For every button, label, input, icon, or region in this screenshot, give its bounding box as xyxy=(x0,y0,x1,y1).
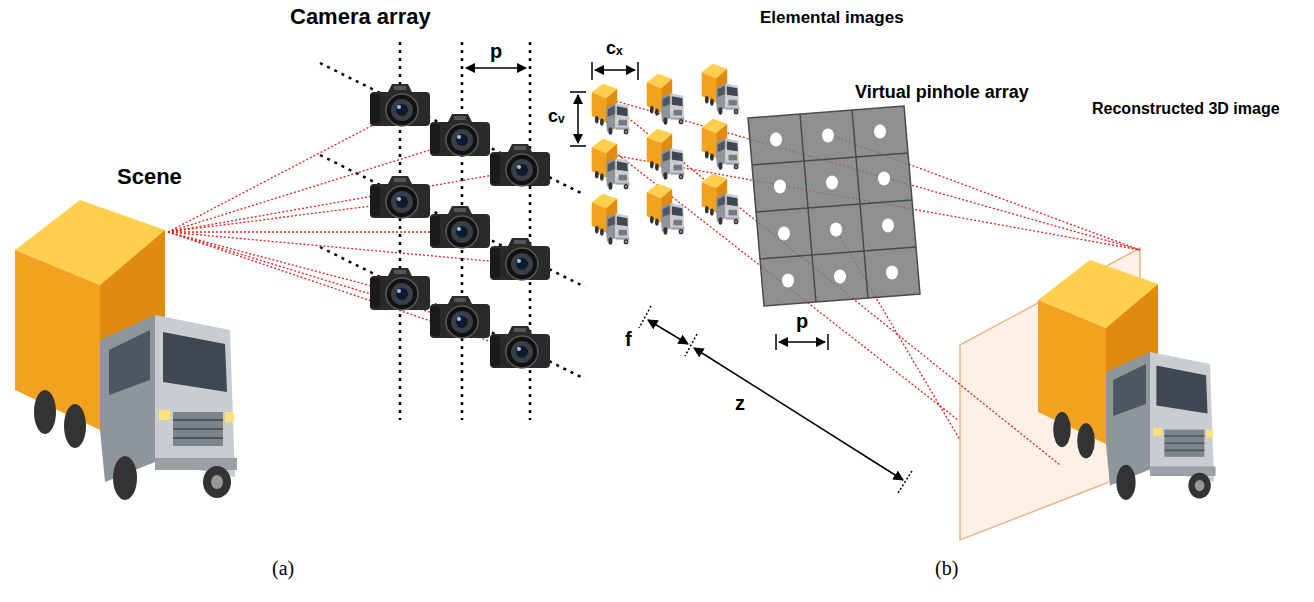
subfigure-label: (a) xyxy=(272,557,294,580)
dimension-label: cᵥ xyxy=(548,106,565,127)
dimension-label: z xyxy=(735,392,745,415)
elemental-images xyxy=(592,64,740,245)
dimension-arrow xyxy=(570,92,586,146)
dimension-label: cₓ xyxy=(606,38,623,59)
dimension-arrow xyxy=(776,334,828,350)
part-label: Elemental images xyxy=(760,8,904,28)
part-label: Reconstructed 3D image xyxy=(1092,100,1280,118)
pinhole-array xyxy=(748,106,920,306)
dimension-label: p xyxy=(490,40,502,63)
dimension-label: f xyxy=(625,328,632,351)
truck-scene xyxy=(15,200,237,500)
part-label: Virtual pinhole array xyxy=(855,82,1029,103)
dimension-arrow xyxy=(466,67,526,69)
part-label: Scene xyxy=(117,164,182,189)
truck-reconstructed xyxy=(1038,260,1216,500)
dimension-arrow xyxy=(639,306,912,493)
grid-lines xyxy=(320,42,585,420)
light-rays xyxy=(168,110,522,352)
dimension-label: p xyxy=(796,310,808,333)
dimension-arrow xyxy=(592,62,638,80)
subfigure-label: (b) xyxy=(935,557,958,580)
camera-array xyxy=(370,84,550,368)
title-label: Camera array xyxy=(290,4,431,29)
